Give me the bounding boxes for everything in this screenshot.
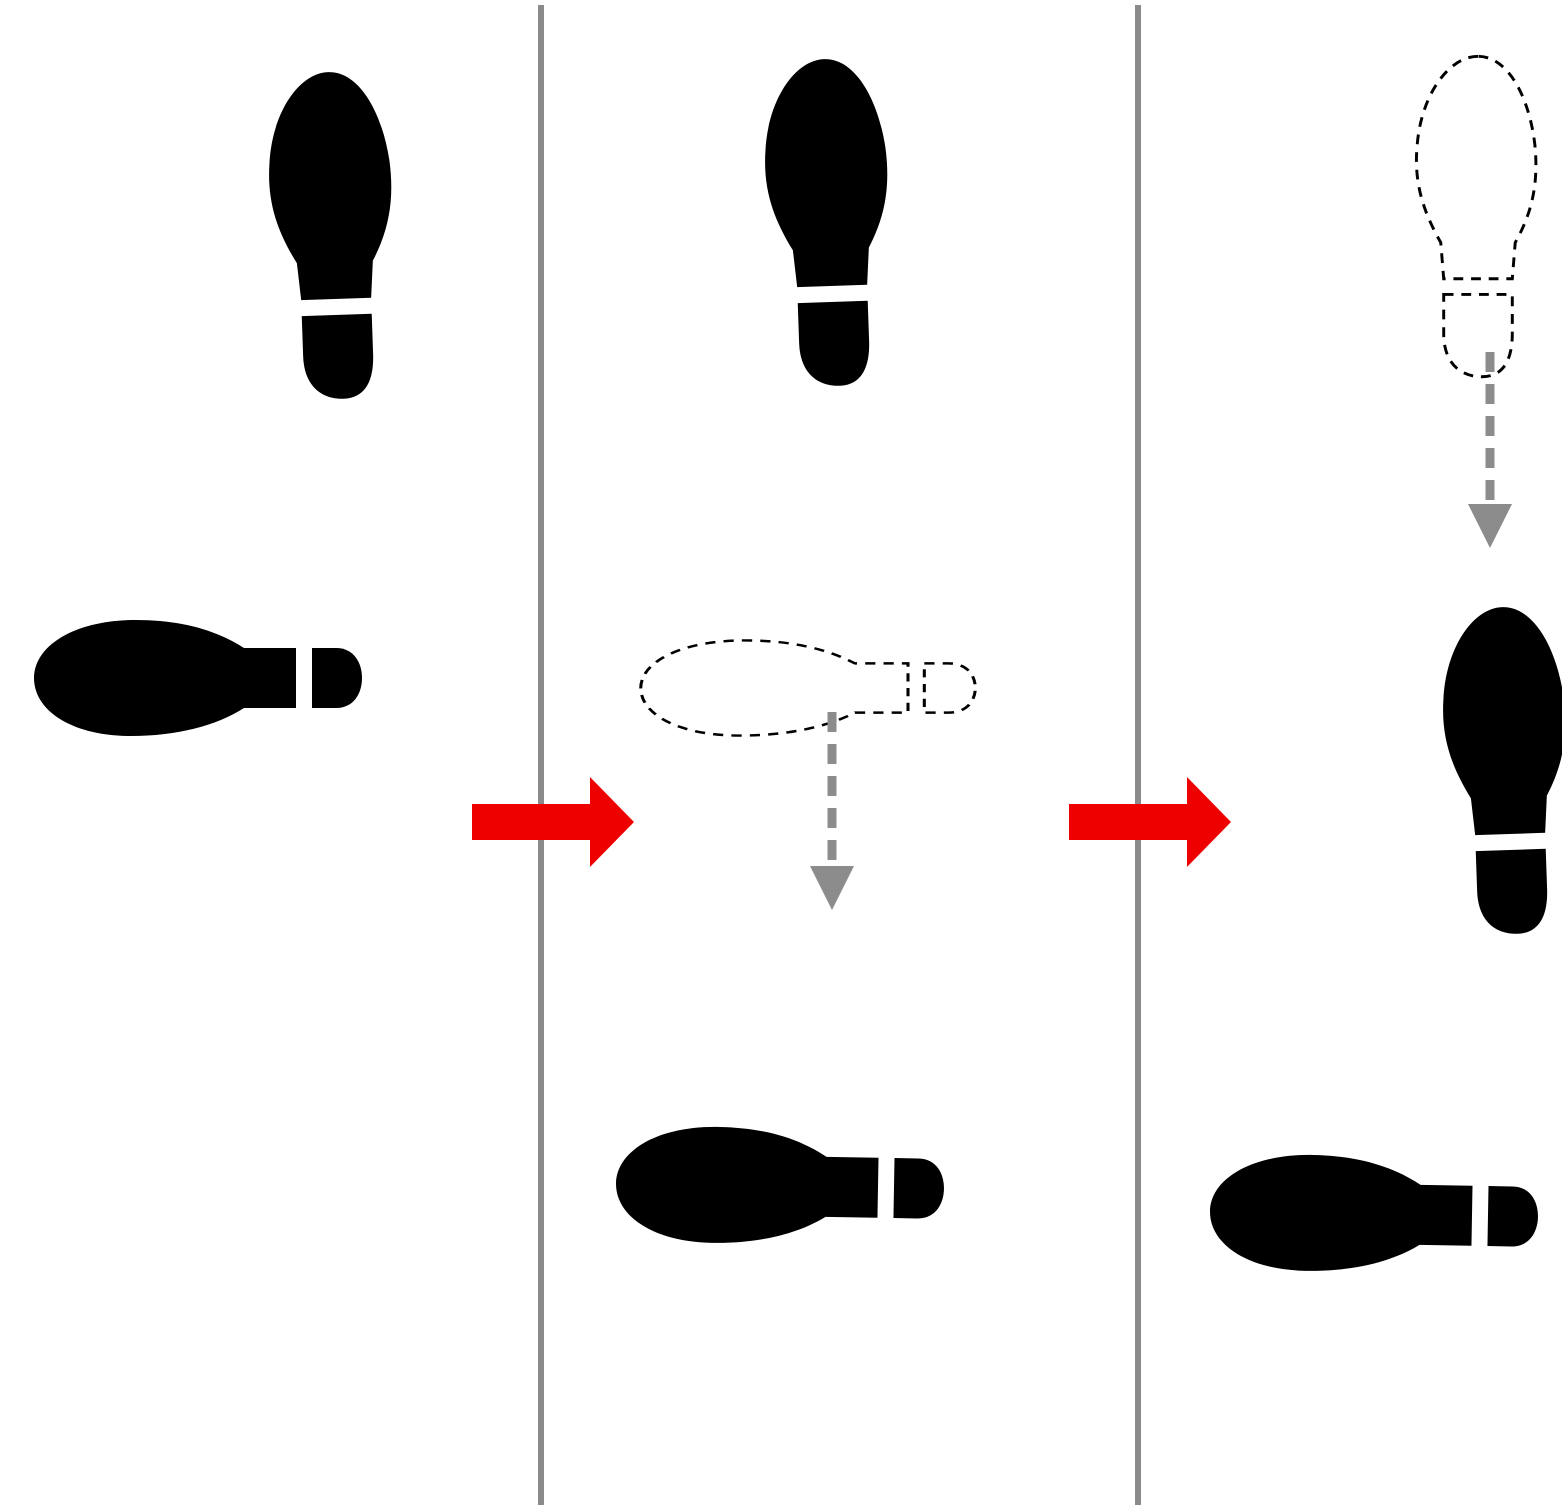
transition-arrow-2-icon <box>1069 777 1231 867</box>
footprint-right-icon <box>1439 605 1562 937</box>
previous-position-outline-icon <box>1414 54 1538 379</box>
panel-3 <box>1209 54 1562 1275</box>
movement-arrow-down-icon <box>810 712 854 910</box>
transition-arrow-1-icon <box>472 777 634 867</box>
footprint-right-icon <box>265 70 399 402</box>
footprint-right-icon <box>761 57 895 389</box>
movement-arrow-down-icon <box>1468 352 1512 548</box>
panel-2 <box>615 57 977 1247</box>
panel-1 <box>34 70 399 736</box>
footprint-left-icon <box>34 620 362 736</box>
previous-position-outline-icon <box>639 638 977 738</box>
footprint-left-icon <box>615 1125 945 1247</box>
footprint-left-icon <box>1209 1153 1539 1275</box>
